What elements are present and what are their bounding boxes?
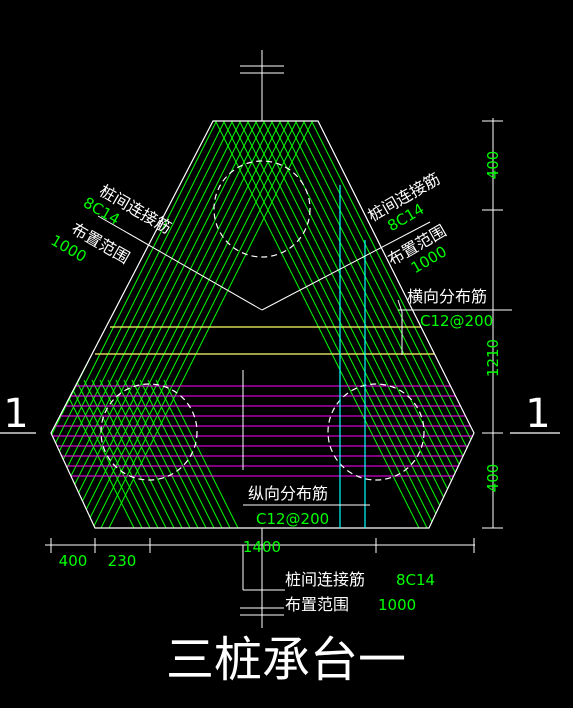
rebar-line-left — [51, 121, 279, 528]
rebar-line-left — [51, 121, 263, 528]
leader-left — [97, 215, 263, 311]
rebar-line-right — [249, 121, 474, 528]
rebar-line-right — [233, 121, 474, 528]
rebar-line-right — [289, 121, 474, 528]
rebar-line-bottom — [163, 379, 240, 528]
rebar-line-bottom — [67, 379, 144, 528]
section-mark-right: 1 — [525, 391, 550, 437]
dim-bottom-3: 1400 — [243, 538, 281, 556]
label-longitudinal-value: C12@200 — [256, 510, 329, 528]
rebar-line-left — [51, 121, 239, 528]
pile-left — [100, 383, 198, 481]
label-bottom-name: 桩间连接筋 — [285, 570, 365, 589]
rebar-line-left — [51, 121, 287, 528]
label-bottom-value: 8C14 — [396, 571, 435, 589]
rebar-line-bottom — [139, 379, 216, 528]
rebar-line-bottom — [115, 379, 192, 528]
rebar-line-bottom — [75, 379, 152, 528]
rebar-line-bottom — [91, 379, 168, 528]
rebar-line-bottom — [107, 379, 184, 528]
drawing-title: 三桩承台一 — [166, 632, 406, 688]
pile-cap-outline — [50, 120, 475, 529]
rebar-line-left — [67, 121, 319, 528]
dim-bottom-1: 400 — [59, 552, 88, 570]
dim-bottom-2: 230 — [108, 552, 137, 570]
rebar-line-left — [51, 121, 223, 528]
rebar-line-left — [51, 121, 231, 528]
rebar-line-bottom — [155, 379, 232, 528]
rebar-line-bottom — [131, 379, 208, 528]
label-bottom-range: 布置范围 — [285, 595, 349, 614]
rebar-line-bottom — [99, 379, 176, 528]
dim-right-2: 1210 — [484, 339, 502, 377]
label-bottom-range-value: 1000 — [378, 596, 416, 614]
dim-right-3: 400 — [484, 464, 502, 493]
label-longitudinal-name: 纵向分布筋 — [248, 484, 328, 503]
rebar-line-right — [209, 121, 461, 528]
rebar-line-left — [51, 121, 295, 528]
rebar-line-right — [281, 121, 474, 528]
label-left-range: 布置范围 1000 — [48, 219, 133, 267]
label-transverse-value: C12@200 — [420, 312, 493, 330]
pile-right — [327, 383, 425, 481]
rebar-line-right — [241, 121, 474, 528]
rebar-line-left — [51, 121, 247, 528]
rebar-line-bottom — [123, 379, 200, 528]
rebar-hatching — [51, 121, 474, 528]
rebar-line-right — [257, 121, 474, 528]
rebar-line-right — [305, 121, 474, 528]
rebar-line-bottom — [59, 379, 136, 528]
rebar-line-right — [217, 121, 469, 528]
rebar-line-bottom — [83, 379, 160, 528]
pile-top — [213, 160, 311, 258]
rebar-line-right — [273, 121, 474, 528]
section-mark-left: 1 — [3, 391, 28, 437]
rebar-line-bottom — [147, 379, 224, 528]
rebar-line-left — [59, 121, 311, 528]
dim-right-1: 400 — [484, 151, 502, 180]
leader-right — [261, 221, 431, 311]
label-transverse-name: 横向分布筋 — [407, 287, 487, 306]
rebar-line-left — [51, 121, 271, 528]
rebar-line-left — [51, 121, 255, 528]
